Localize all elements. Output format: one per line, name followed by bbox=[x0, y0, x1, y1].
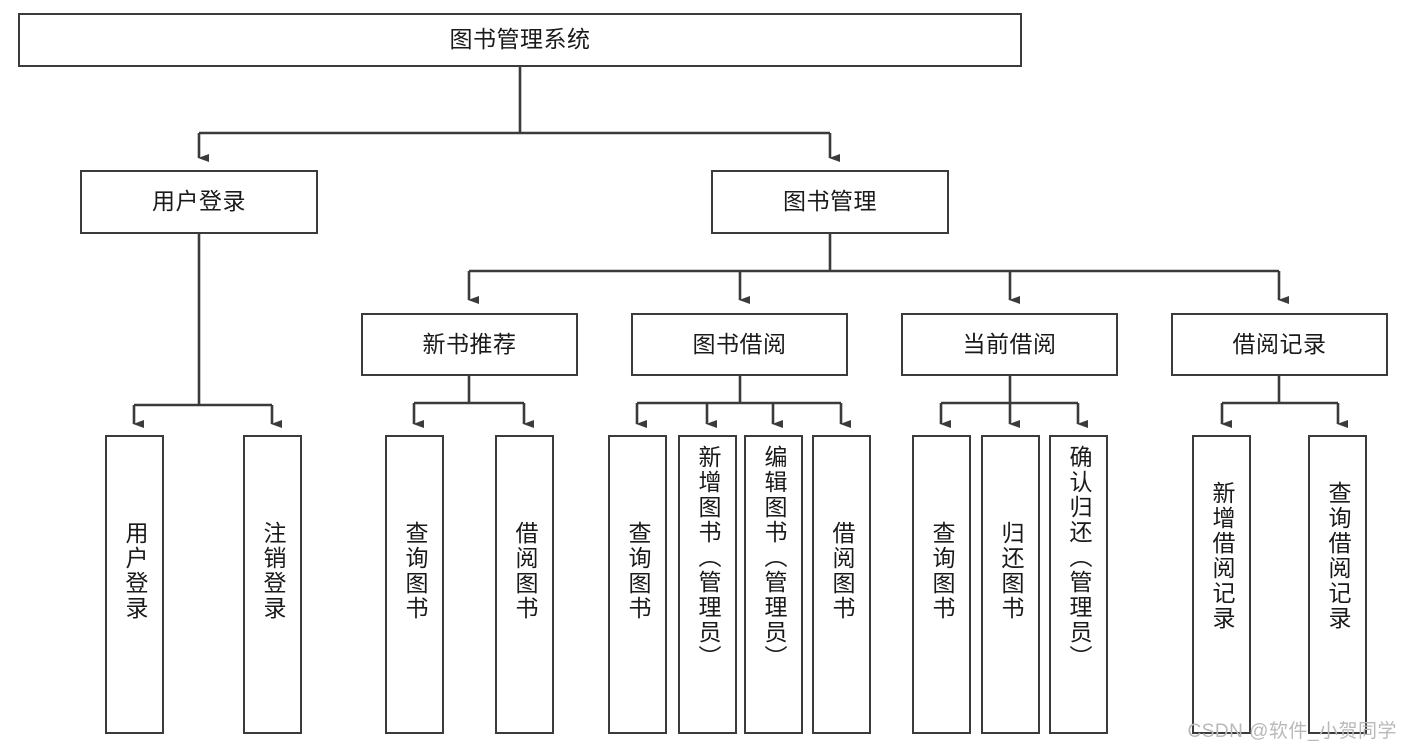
node-user-login[interactable]: 用户登录 bbox=[80, 170, 318, 234]
node-label: 查询图书 bbox=[929, 521, 955, 621]
node-leaf-query-book-rec[interactable]: 查询图书 bbox=[385, 435, 444, 734]
node-label: 归还图书 bbox=[998, 521, 1024, 621]
node-label: 编辑图书（管理员） bbox=[761, 445, 787, 670]
node-label: 图书管理系统 bbox=[449, 26, 591, 53]
node-book-borrowing[interactable]: 图书借阅 bbox=[631, 313, 848, 376]
node-borrowing-record[interactable]: 借阅记录 bbox=[1171, 313, 1388, 376]
node-current-borrowing[interactable]: 当前借阅 bbox=[901, 313, 1118, 376]
node-leaf-borrow-book-rec[interactable]: 借阅图书 bbox=[495, 435, 554, 734]
node-leaf-logout[interactable]: 注销登录 bbox=[243, 435, 302, 734]
node-root-system[interactable]: 图书管理系统 bbox=[18, 13, 1022, 67]
node-leaf-user-login[interactable]: 用户登录 bbox=[105, 435, 164, 734]
node-book-management[interactable]: 图书管理 bbox=[711, 170, 949, 234]
node-label: 借阅图书 bbox=[512, 521, 538, 621]
node-label: 用户登录 bbox=[122, 521, 148, 621]
node-leaf-confirm-return-admin[interactable]: 确认归还（管理员） bbox=[1049, 435, 1108, 734]
node-label: 借阅图书 bbox=[829, 521, 855, 621]
node-leaf-query-book-borrow[interactable]: 查询图书 bbox=[608, 435, 667, 734]
node-leaf-edit-book-admin[interactable]: 编辑图书（管理员） bbox=[744, 435, 803, 734]
node-label: 查询图书 bbox=[402, 521, 428, 621]
node-label: 新书推荐 bbox=[422, 330, 517, 357]
node-leaf-borrow-book[interactable]: 借阅图书 bbox=[812, 435, 871, 734]
node-leaf-return-book[interactable]: 归还图书 bbox=[981, 435, 1040, 734]
node-label: 借阅记录 bbox=[1232, 330, 1327, 357]
node-label: 确认归还（管理员） bbox=[1066, 445, 1092, 670]
node-label: 图书管理 bbox=[783, 188, 877, 215]
node-label: 当前借阅 bbox=[962, 330, 1057, 357]
node-label: 新增借阅记录 bbox=[1209, 481, 1235, 631]
node-label: 查询图书 bbox=[625, 521, 651, 621]
node-label: 查询借阅记录 bbox=[1325, 481, 1351, 631]
node-label: 图书借阅 bbox=[692, 330, 787, 357]
node-leaf-add-borrow-record[interactable]: 新增借阅记录 bbox=[1192, 435, 1251, 734]
node-label: 新增图书（管理员） bbox=[695, 445, 721, 670]
node-new-book-recommendation[interactable]: 新书推荐 bbox=[361, 313, 578, 376]
watermark-text: CSDN @软件_小贺同学 bbox=[1187, 721, 1397, 742]
node-leaf-query-borrow-record[interactable]: 查询借阅记录 bbox=[1308, 435, 1367, 734]
node-label: 用户登录 bbox=[152, 188, 246, 215]
node-leaf-add-book-admin[interactable]: 新增图书（管理员） bbox=[678, 435, 737, 734]
node-label: 注销登录 bbox=[260, 521, 286, 621]
node-leaf-query-book-current[interactable]: 查询图书 bbox=[912, 435, 971, 734]
